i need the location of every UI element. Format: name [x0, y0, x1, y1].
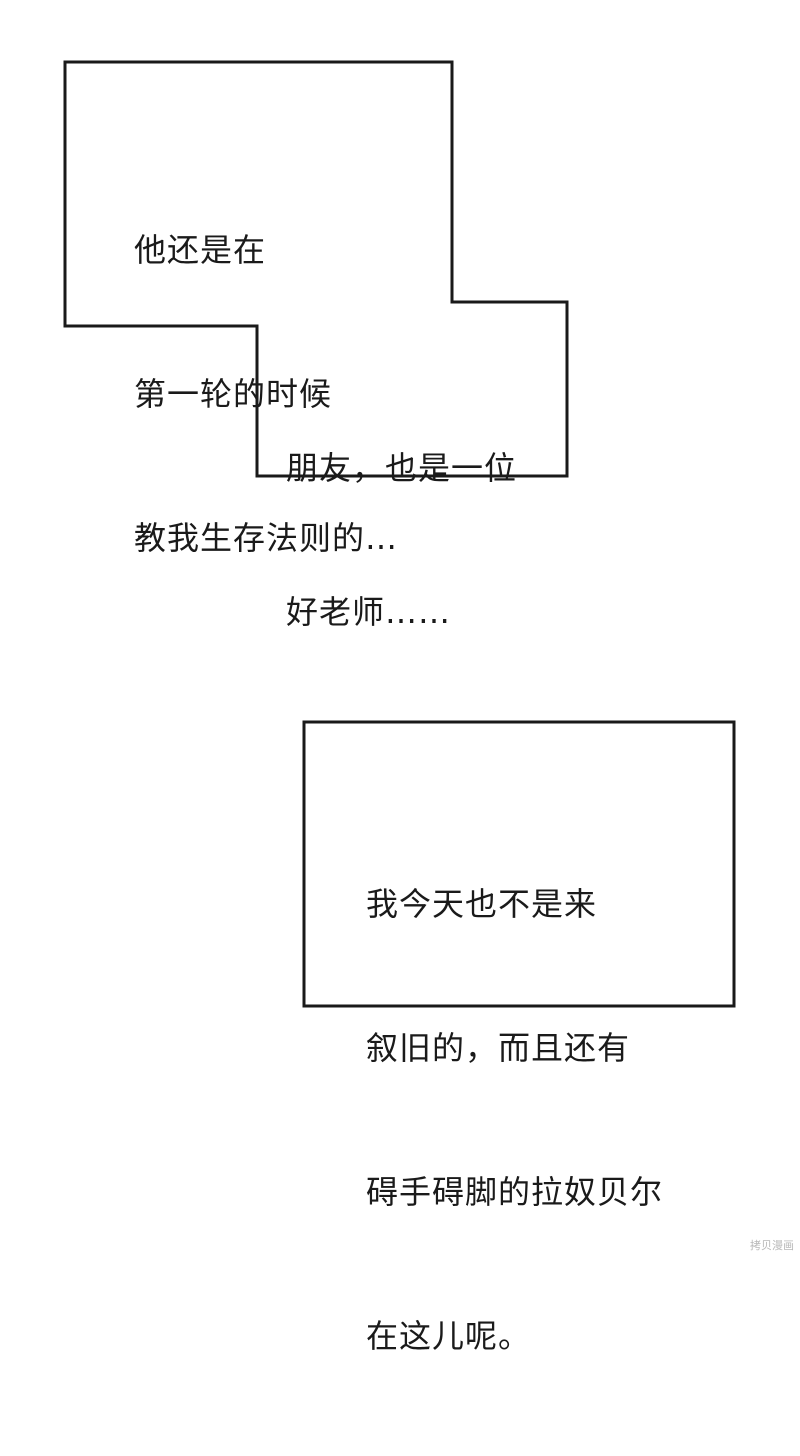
comic-panel-page: 他还是在 第一轮的时候 教我生存法则的… 朋友，也是一位 好老师…… 我今天也不… [63, 60, 794, 1355]
caption-line: 叙旧的，而且还有 [366, 1029, 631, 1067]
caption-box-1-outline [63, 60, 569, 478]
caption-box-1b-text: 朋友，也是一位 好老师…… [286, 348, 517, 732]
caption-line: 碍手碍脚的拉奴贝尔 [366, 1173, 664, 1211]
caption-box-2-outline [302, 720, 736, 1008]
caption-line: 在这儿呢。 [366, 1317, 532, 1355]
watermark: 拷贝漫画 [750, 1239, 794, 1252]
caption-box-2-text: 我今天也不是来 叙旧的，而且还有 碍手碍脚的拉奴贝尔 在这儿呢。 [366, 784, 663, 1456]
caption-line: 我今天也不是来 [366, 885, 598, 923]
caption-box-1-text: 他还是在 第一轮的时候 教我生存法则的… [134, 130, 398, 658]
caption-box-1-frame [63, 60, 736, 1008]
caption-line: 朋友，也是一位 [286, 449, 518, 487]
caption-line: 好老师…… [286, 593, 452, 631]
caption-line: 教我生存法则的… [134, 519, 399, 557]
caption-line: 他还是在 [134, 231, 267, 269]
caption-line: 第一轮的时候 [134, 375, 333, 413]
